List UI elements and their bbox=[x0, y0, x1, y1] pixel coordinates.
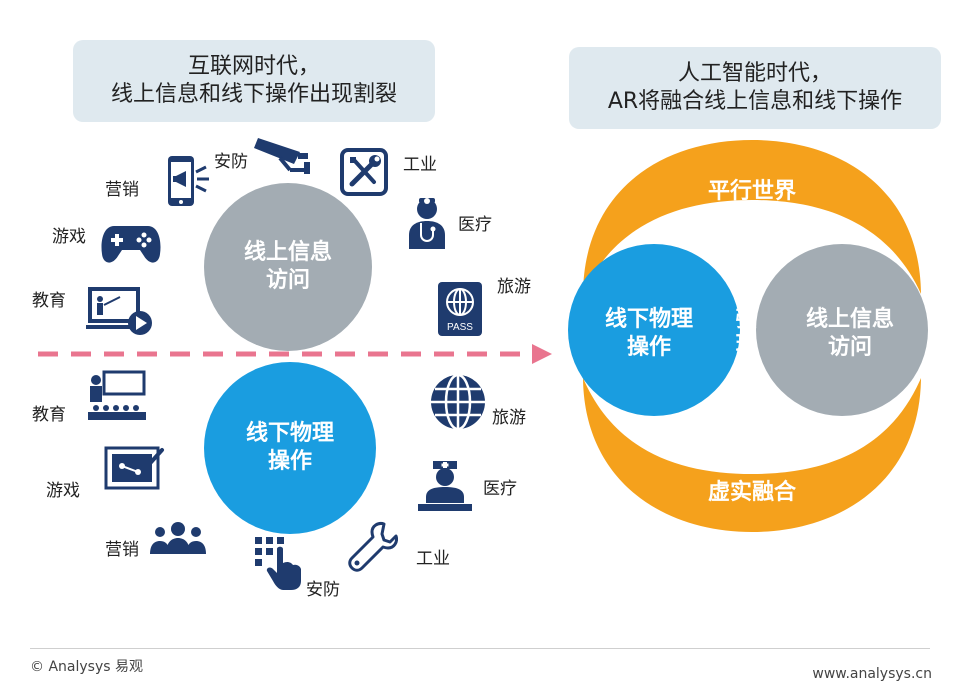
intersection-label: 增 强 现 实 bbox=[728, 282, 764, 382]
online-medical-label: 医疗 bbox=[458, 215, 492, 235]
left-blue-circle bbox=[568, 244, 740, 416]
offline-security-label: 安防 bbox=[306, 580, 340, 600]
online-circle-line-2: 访问 bbox=[265, 268, 310, 293]
ar-right-line-2: 访问 bbox=[827, 335, 872, 360]
globe-icon bbox=[431, 373, 485, 431]
online-marketing-label: 营销 bbox=[105, 180, 139, 200]
offline-circle-line-1: 线下物理 bbox=[245, 421, 334, 446]
footer-website: www.analysys.cn bbox=[812, 666, 932, 682]
online-security-label: 安防 bbox=[214, 152, 248, 172]
offline-marketing-label: 营销 bbox=[105, 540, 139, 560]
classroom-icon bbox=[88, 370, 146, 420]
offline-education-label: 教育 bbox=[32, 405, 66, 425]
wrench-screwdriver-icon bbox=[340, 148, 388, 196]
online-circle-line-1: 线上信息 bbox=[243, 240, 332, 265]
ar-fusion-diagram bbox=[568, 140, 928, 532]
offline-game-label: 游戏 bbox=[46, 481, 80, 501]
left-title-line-1: 互联网时代， bbox=[187, 54, 320, 79]
top-band-label: 平行世界 bbox=[707, 179, 796, 204]
top-orange-band bbox=[583, 140, 921, 294]
left-title-line-2: 线上信息和线下操作出现割裂 bbox=[110, 82, 397, 107]
wrench-icon bbox=[348, 522, 398, 572]
intersection-char-3: 现 bbox=[735, 332, 757, 356]
nurse-icon bbox=[418, 461, 472, 511]
online-game-label: 游戏 bbox=[52, 227, 86, 247]
intersection-char-4: 实 bbox=[735, 357, 757, 381]
right-title-box: 人工智能时代， AR将融合线上信息和线下操作 bbox=[569, 47, 941, 129]
intersection-char-2: 强 bbox=[735, 307, 757, 331]
people-group-icon bbox=[150, 522, 206, 554]
passport-text: PASS bbox=[447, 322, 473, 333]
doctor-icon bbox=[409, 198, 445, 249]
right-title-line-2: AR将融合线上信息和线下操作 bbox=[607, 89, 903, 114]
presentation-play-icon bbox=[86, 287, 152, 335]
phone-megaphone-icon bbox=[168, 156, 209, 206]
ar-right-line-1: 线上信息 bbox=[805, 307, 894, 332]
online-info-circle: 线上信息 访问 bbox=[204, 183, 372, 351]
offline-industry-label: 工业 bbox=[416, 549, 450, 569]
offline-circle-line-2: 操作 bbox=[267, 449, 312, 474]
passport-icon bbox=[438, 282, 482, 336]
right-gray-circle bbox=[756, 244, 928, 416]
intersection-char-1: 增 bbox=[735, 282, 757, 306]
bottom-band-label: 虚实融合 bbox=[707, 480, 796, 505]
bottom-orange-band bbox=[583, 378, 921, 532]
divider-arrow bbox=[38, 344, 552, 364]
ar-left-line-2: 操作 bbox=[626, 335, 671, 360]
right-title-line-1: 人工智能时代， bbox=[677, 61, 832, 86]
online-education-label: 教育 bbox=[32, 291, 66, 311]
footer-copyright: © Analysys 易观 bbox=[30, 659, 143, 675]
offline-travel-label: 旅游 bbox=[492, 408, 526, 428]
offline-medical-label: 医疗 bbox=[483, 479, 517, 499]
online-industry-label: 工业 bbox=[403, 155, 437, 175]
ar-left-line-1: 线下物理 bbox=[604, 307, 693, 332]
keypad-finger-icon bbox=[255, 537, 301, 590]
cctv-camera-icon bbox=[254, 138, 310, 174]
left-title-box: 互联网时代， 线上信息和线下操作出现割裂 bbox=[73, 40, 435, 122]
online-travel-label: 旅游 bbox=[497, 277, 531, 297]
gamepad-icon bbox=[101, 226, 161, 263]
footer-divider bbox=[30, 648, 930, 649]
ar-left-circle-label: 线下物理 操作 bbox=[594, 306, 704, 362]
ar-right-circle-label: 线上信息 访问 bbox=[794, 306, 906, 362]
board-game-icon bbox=[104, 446, 164, 490]
offline-operation-circle: 线下物理 操作 bbox=[204, 362, 376, 534]
